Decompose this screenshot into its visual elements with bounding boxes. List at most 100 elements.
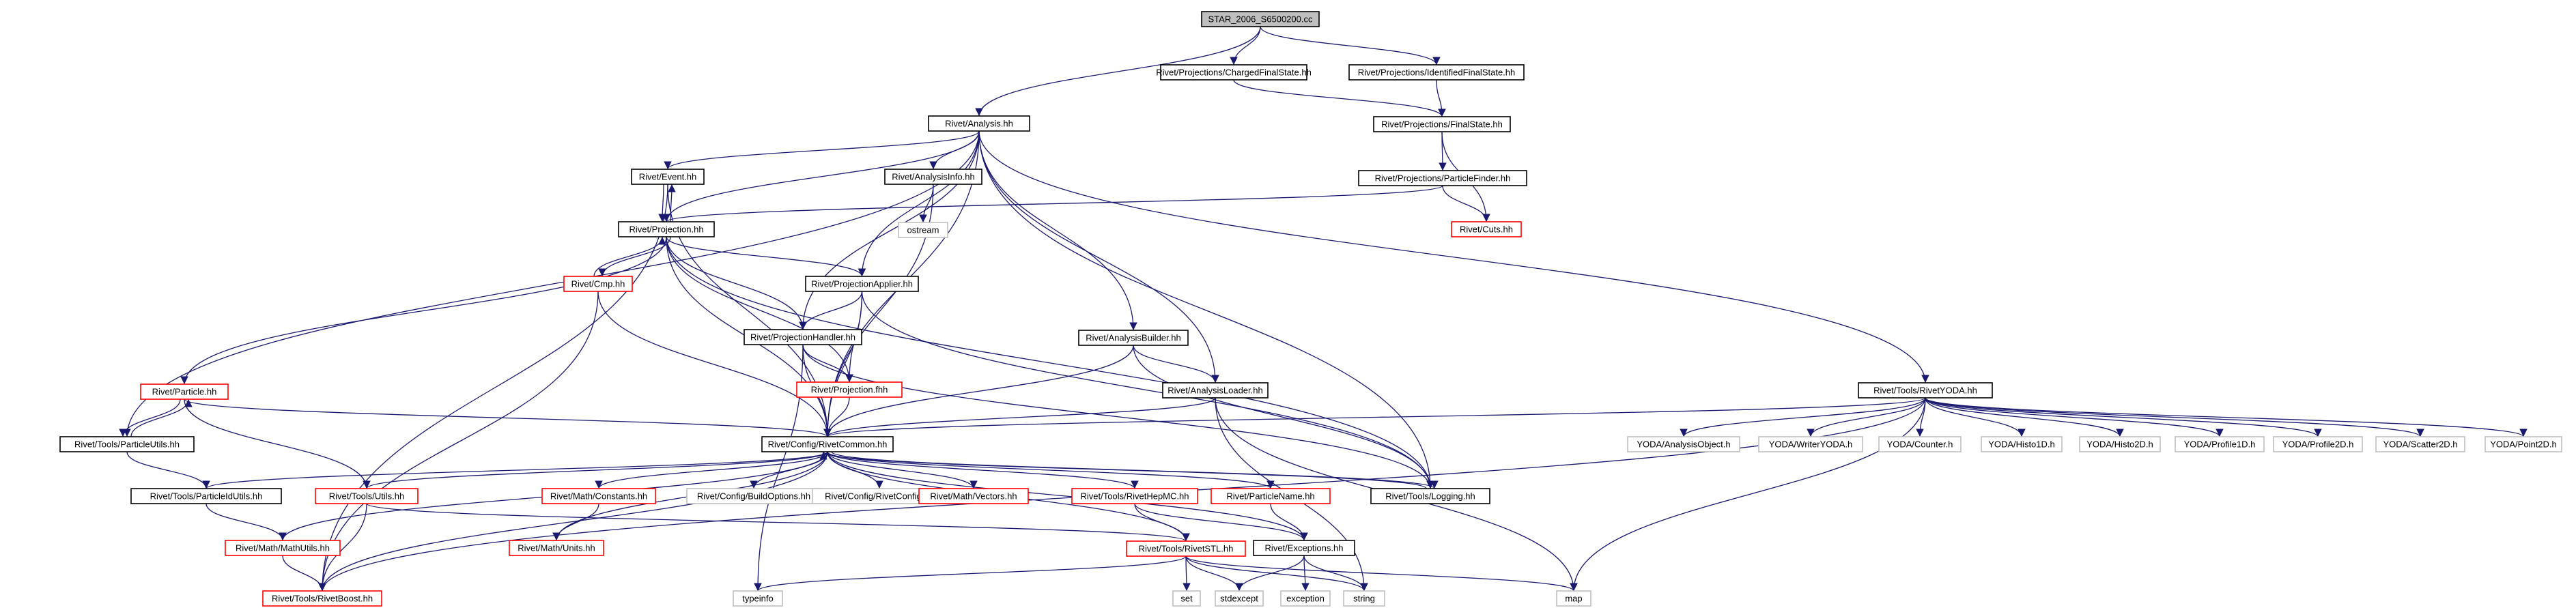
node-particlename[interactable]: Rivet/ParticleName.hh bbox=[1211, 488, 1331, 504]
node-box-chargedfs[interactable] bbox=[1160, 64, 1307, 81]
node-set[interactable]: set bbox=[1172, 590, 1201, 607]
node-counter[interactable]: YODA/Counter.h bbox=[1878, 436, 1962, 452]
node-exception[interactable]: exception bbox=[1280, 590, 1331, 607]
node-box-string[interactable] bbox=[1343, 590, 1385, 607]
node-box-toolsutils[interactable] bbox=[315, 488, 419, 504]
edge-analysis-to-logging bbox=[978, 130, 1434, 489]
node-rivetboost[interactable]: Rivet/Tools/RivetBoost.hh bbox=[262, 590, 382, 607]
node-projfhh[interactable]: Rivet/Projection.fhh bbox=[796, 381, 903, 398]
node-histo2d[interactable]: YODA/Histo2D.h bbox=[2079, 436, 2161, 452]
node-box-particleutils[interactable] bbox=[59, 436, 195, 452]
node-box-analysisbuilder[interactable] bbox=[1078, 330, 1189, 346]
node-cuts[interactable]: Rivet/Cuts.hh bbox=[1451, 221, 1522, 237]
node-box-particlefinder[interactable] bbox=[1358, 170, 1527, 186]
node-box-mathconstants[interactable] bbox=[541, 488, 656, 504]
node-box-analysisobject[interactable] bbox=[1627, 436, 1740, 452]
node-box-counter[interactable] bbox=[1878, 436, 1962, 452]
node-box-analysis[interactable] bbox=[928, 115, 1030, 132]
node-projapplier[interactable]: Rivet/ProjectionApplier.hh bbox=[805, 276, 919, 292]
node-box-ostream[interactable] bbox=[898, 222, 948, 238]
node-analysisinfo[interactable]: Rivet/AnalysisInfo.hh bbox=[884, 169, 982, 185]
node-profile1d[interactable]: YODA/Profile1D.h bbox=[2175, 436, 2265, 452]
node-box-particleidutils[interactable] bbox=[130, 488, 282, 504]
node-root[interactable]: STAR_2006_S6500200.cc bbox=[1201, 11, 1320, 27]
node-box-scatter2d[interactable] bbox=[2375, 436, 2465, 452]
node-chargedfs[interactable]: Rivet/Projections/ChargedFinalState.hh bbox=[1156, 64, 1312, 81]
node-projection[interactable]: Rivet/Projection.hh bbox=[618, 221, 715, 237]
node-rivetyoda[interactable]: Rivet/Tools/RivetYODA.hh bbox=[1858, 382, 1993, 399]
node-analysisbuilder[interactable]: Rivet/AnalysisBuilder.hh bbox=[1078, 330, 1189, 346]
node-box-mathvectors[interactable] bbox=[918, 488, 1029, 504]
node-box-rivetstl[interactable] bbox=[1126, 540, 1246, 557]
node-mathconstants[interactable]: Rivet/Math/Constants.hh bbox=[541, 488, 656, 504]
node-exceptions[interactable]: Rivet/Exceptions.hh bbox=[1253, 540, 1355, 556]
node-analysisobject[interactable]: YODA/AnalysisObject.h bbox=[1627, 436, 1740, 452]
node-ostream[interactable]: ostream bbox=[898, 222, 948, 238]
node-logging[interactable]: Rivet/Tools/Logging.hh bbox=[1370, 488, 1490, 504]
node-stdexcept[interactable]: stdexcept bbox=[1215, 590, 1264, 607]
node-box-root[interactable] bbox=[1201, 11, 1320, 27]
node-box-logging[interactable] bbox=[1370, 488, 1490, 504]
node-buildoptions[interactable]: Rivet/Config/BuildOptions.hh bbox=[686, 488, 821, 504]
node-scatter2d[interactable]: YODA/Scatter2D.h bbox=[2375, 436, 2465, 452]
node-particleidutils[interactable]: Rivet/Tools/ParticleIdUtils.hh bbox=[130, 488, 282, 504]
node-mathvectors[interactable]: Rivet/Math/Vectors.hh bbox=[918, 488, 1029, 504]
node-particlefinder[interactable]: Rivet/Projections/ParticleFinder.hh bbox=[1358, 170, 1527, 186]
node-box-typeinfo[interactable] bbox=[733, 590, 783, 607]
node-map[interactable]: map bbox=[1556, 590, 1591, 607]
edge-rivetcommon-to-mathconstants bbox=[595, 451, 828, 489]
node-box-analysisinfo[interactable] bbox=[884, 169, 982, 185]
node-box-rivetboost[interactable] bbox=[262, 590, 382, 607]
node-box-writeryoda[interactable] bbox=[1758, 436, 1863, 452]
node-box-projection[interactable] bbox=[618, 221, 715, 237]
node-box-map[interactable] bbox=[1556, 590, 1591, 607]
node-box-event[interactable] bbox=[631, 169, 705, 185]
node-finalstate[interactable]: Rivet/Projections/FinalState.hh bbox=[1373, 116, 1511, 132]
node-mathutils[interactable]: Rivet/Math/MathUtils.hh bbox=[225, 540, 341, 556]
node-box-analysisloader[interactable] bbox=[1162, 382, 1269, 399]
node-writeryoda[interactable]: YODA/WriterYODA.h bbox=[1758, 436, 1863, 452]
node-box-cuts[interactable] bbox=[1451, 221, 1522, 237]
node-box-rivethepmc[interactable] bbox=[1071, 488, 1198, 504]
node-box-exception[interactable] bbox=[1280, 590, 1331, 607]
node-box-exceptions[interactable] bbox=[1253, 540, 1355, 556]
node-particle[interactable]: Rivet/Particle.hh bbox=[140, 383, 229, 400]
node-rivethepmc[interactable]: Rivet/Tools/RivetHepMC.hh bbox=[1071, 488, 1198, 504]
node-box-profile1d[interactable] bbox=[2175, 436, 2265, 452]
node-box-profile2d[interactable] bbox=[2273, 436, 2363, 452]
node-box-histo1d[interactable] bbox=[1981, 436, 2063, 452]
node-box-stdexcept[interactable] bbox=[1215, 590, 1264, 607]
node-box-rivetcommon[interactable] bbox=[761, 436, 894, 452]
node-box-projhandler[interactable] bbox=[744, 329, 862, 345]
node-box-set[interactable] bbox=[1172, 590, 1201, 607]
node-box-rivetyoda[interactable] bbox=[1858, 382, 1993, 399]
node-rivetcommon[interactable]: Rivet/Config/RivetCommon.hh bbox=[761, 436, 894, 452]
node-rivetconfig[interactable]: Rivet/Config/RivetConfig.hh bbox=[812, 488, 947, 504]
node-box-particle[interactable] bbox=[140, 383, 229, 400]
node-point2d[interactable]: YODA/Point2D.h bbox=[2485, 436, 2562, 452]
node-box-finalstate[interactable] bbox=[1373, 116, 1511, 132]
node-box-projfhh[interactable] bbox=[796, 381, 903, 398]
node-projhandler[interactable]: Rivet/ProjectionHandler.hh bbox=[744, 329, 862, 345]
node-toolsutils[interactable]: Rivet/Tools/Utils.hh bbox=[315, 488, 419, 504]
node-box-histo2d[interactable] bbox=[2079, 436, 2161, 452]
node-string[interactable]: string bbox=[1343, 590, 1385, 607]
node-box-particlename[interactable] bbox=[1211, 488, 1331, 504]
node-box-mathunits[interactable] bbox=[509, 540, 604, 556]
node-event[interactable]: Rivet/Event.hh bbox=[631, 169, 705, 185]
node-identfs[interactable]: Rivet/Projections/IdentifiedFinalState.h… bbox=[1348, 64, 1525, 81]
node-analysisloader[interactable]: Rivet/AnalysisLoader.hh bbox=[1162, 382, 1269, 399]
node-analysis[interactable]: Rivet/Analysis.hh bbox=[928, 115, 1030, 132]
node-rivetstl[interactable]: Rivet/Tools/RivetSTL.hh bbox=[1126, 540, 1246, 557]
node-box-mathutils[interactable] bbox=[225, 540, 341, 556]
node-box-point2d[interactable] bbox=[2485, 436, 2562, 452]
node-typeinfo[interactable]: typeinfo bbox=[733, 590, 783, 607]
node-cmp[interactable]: Rivet/Cmp.hh bbox=[563, 276, 633, 292]
node-particleutils[interactable]: Rivet/Tools/ParticleUtils.hh bbox=[59, 436, 195, 452]
node-box-cmp[interactable] bbox=[563, 276, 633, 292]
node-histo1d[interactable]: YODA/Histo1D.h bbox=[1981, 436, 2063, 452]
node-mathunits[interactable]: Rivet/Math/Units.hh bbox=[509, 540, 604, 556]
node-profile2d[interactable]: YODA/Profile2D.h bbox=[2273, 436, 2363, 452]
node-box-projapplier[interactable] bbox=[805, 276, 919, 292]
node-box-identfs[interactable] bbox=[1348, 64, 1525, 81]
